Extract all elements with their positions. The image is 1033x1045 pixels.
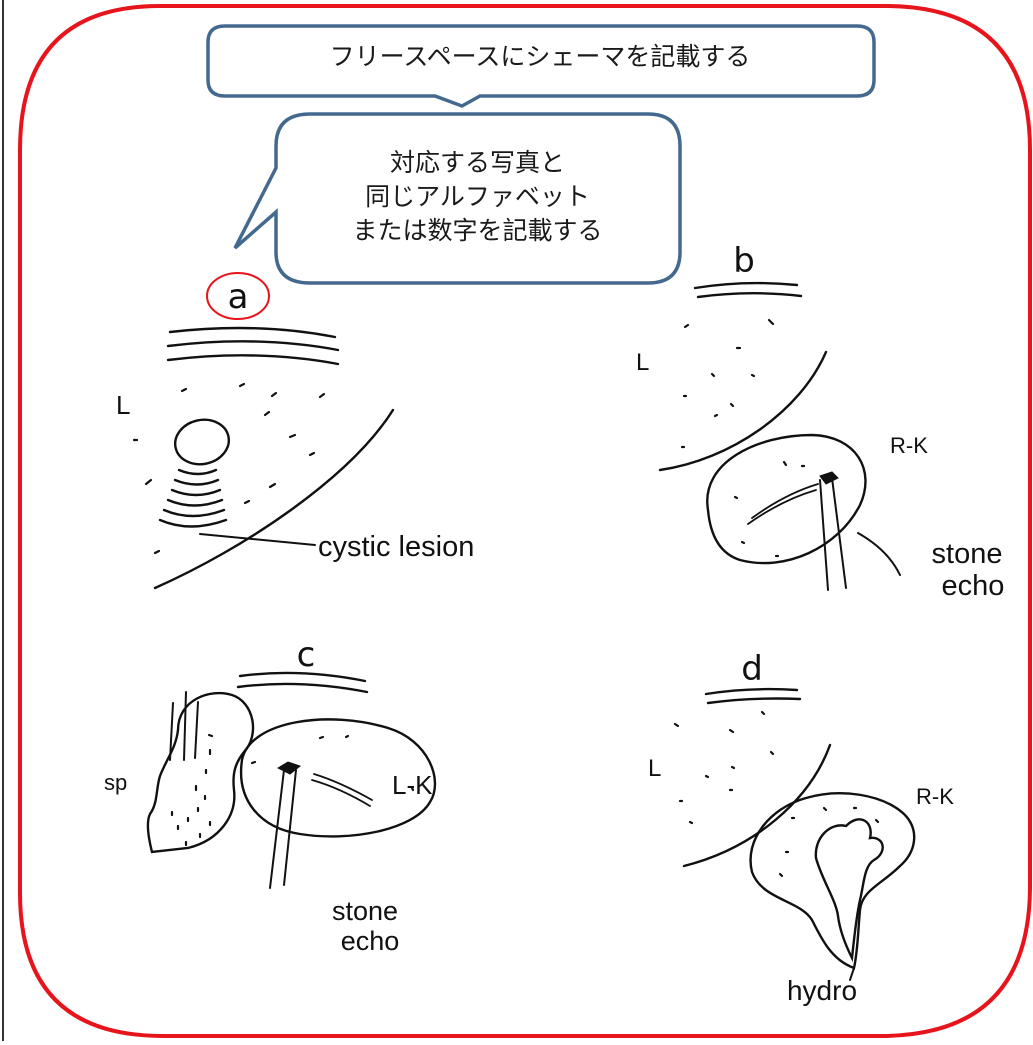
- panel-b-acoustic-shadow-2: [832, 478, 846, 588]
- panel-b-probe-arc-2: [698, 293, 801, 297]
- panel-b-organ-label: L: [636, 349, 649, 376]
- panel-a-letter: a: [228, 277, 249, 317]
- panel-c-kidney-label: L-K: [392, 770, 433, 800]
- panel-a-cyst: [171, 415, 233, 469]
- callout-top-text: フリースペースにシェーマを記載する: [215, 40, 865, 74]
- panel-b-kidney-label: R-K: [890, 433, 928, 458]
- panel-c-organ-label: sp: [104, 770, 127, 795]
- panel-a-shadow-line-3: [172, 490, 220, 495]
- panel-c-finding-label-2: echo: [341, 926, 400, 956]
- panel-c-spleen-shadow-3: [195, 702, 198, 758]
- panel-a-shadow-line-5: [164, 510, 224, 516]
- panel-d-finding-label: hydro: [787, 975, 857, 1006]
- panel-a-organ-label: L: [116, 390, 130, 420]
- panel-b: [660, 283, 900, 590]
- panel-a-leader-line: [200, 534, 315, 545]
- callout-middle-line-1: 対応する写真と: [280, 146, 675, 180]
- panel-b-acoustic-shadow-1: [820, 480, 828, 590]
- panel-d-letter: d: [741, 649, 763, 689]
- panel-c-spleen-shadow-1: [184, 692, 186, 760]
- panel-b-letter: b: [733, 241, 755, 281]
- panel-a-probe-arc-2: [168, 341, 338, 350]
- callout-middle-line-3: または数字を記載する: [280, 214, 675, 248]
- panel-d: [675, 689, 914, 980]
- panel-c-texture: [172, 735, 413, 845]
- panel-b-probe-arc-1: [695, 283, 797, 288]
- panel-d-kidney-label: R-K: [916, 784, 954, 809]
- panel-b-sinus-line-2: [748, 490, 816, 524]
- panel-c-acoustic-shadow-2: [284, 770, 296, 885]
- panel-a-shadow-line-4: [168, 500, 222, 506]
- panel-a-lesion-label: cystic lesion: [318, 531, 474, 563]
- panel-d-probe-arc-1: [706, 689, 797, 694]
- panel-b-finding-label-2: echo: [942, 570, 1005, 602]
- panel-c-spleen: [148, 693, 253, 852]
- panel-b-stone: [820, 472, 838, 484]
- panel-a-probe-arc-1: [170, 328, 335, 337]
- panel-a-shadow-line-6: [160, 520, 226, 527]
- callout-middle-line-2: 同じアルファベット: [280, 180, 675, 214]
- panel-c-sinus-line-1: [314, 774, 372, 800]
- panel-c-probe-arc-2: [238, 684, 367, 692]
- panel-c-finding-label-1: stone: [332, 896, 398, 926]
- panel-d-organ-label: L: [648, 755, 661, 782]
- panel-b-finding-label-1: stone: [932, 538, 1003, 570]
- panel-b-leader-line: [858, 533, 900, 575]
- panel-c-letter: c: [297, 635, 316, 675]
- panel-b-sinus-line-1: [752, 484, 818, 518]
- panel-a-shadow-line-1: [179, 470, 216, 474]
- panel-d-organ-border: [684, 745, 830, 866]
- panel-a-texture: [134, 384, 324, 553]
- panel-b-kidney: [707, 435, 865, 563]
- panel-a-probe-arc-3: [168, 355, 338, 364]
- panel-b-organ-border: [660, 352, 826, 470]
- panel-a-shadow-line-2: [175, 480, 218, 485]
- panel-d-probe-arc-2: [708, 699, 800, 704]
- callout-middle-text: 対応する写真と 同じアルファベット または数字を記載する: [280, 146, 675, 248]
